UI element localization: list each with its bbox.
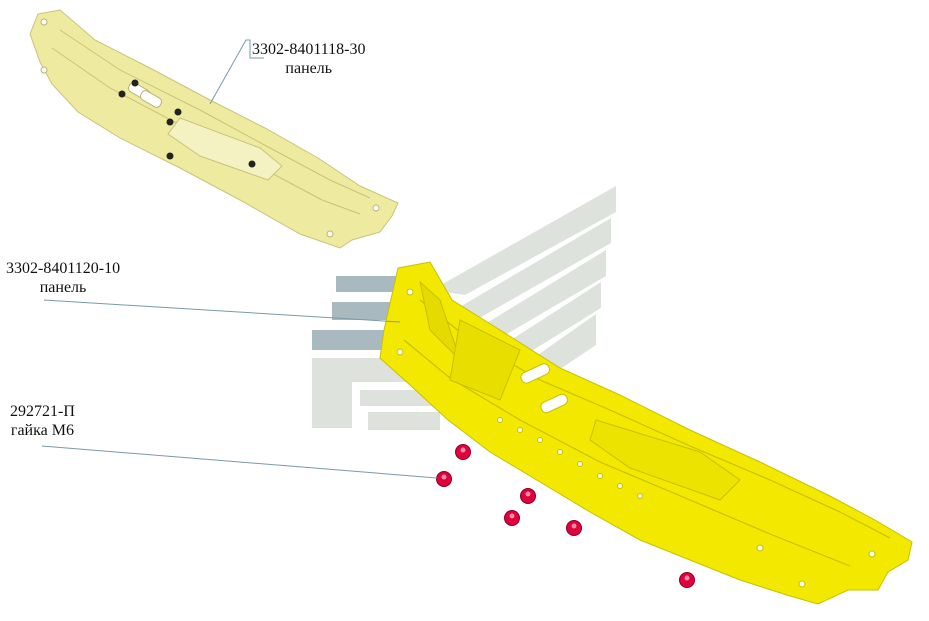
upper-panel bbox=[29, 9, 399, 249]
gaz-logo-watermark bbox=[312, 186, 616, 430]
leader-line-lower-panel bbox=[43, 299, 401, 323]
leader-line-upper-panel bbox=[209, 39, 264, 105]
leader-lines bbox=[41, 39, 438, 479]
callout-lower-panel: 3302-8401120-10 панель bbox=[6, 259, 120, 297]
lower-panel bbox=[379, 261, 913, 605]
part-name: панель bbox=[285, 60, 333, 77]
part-code: 292721-П bbox=[10, 403, 75, 420]
leader-line-nut bbox=[41, 445, 438, 479]
part-code: 3302-8401120-10 bbox=[6, 260, 121, 277]
part-name: гайка М6 bbox=[10, 422, 74, 439]
callout-nut: 292721-П гайка М6 bbox=[10, 402, 75, 440]
part-code: 3302-8401118-30 bbox=[252, 41, 366, 58]
part-name: панель bbox=[39, 279, 87, 296]
callout-upper-panel: 3302-8401118-30 панель bbox=[252, 40, 365, 78]
